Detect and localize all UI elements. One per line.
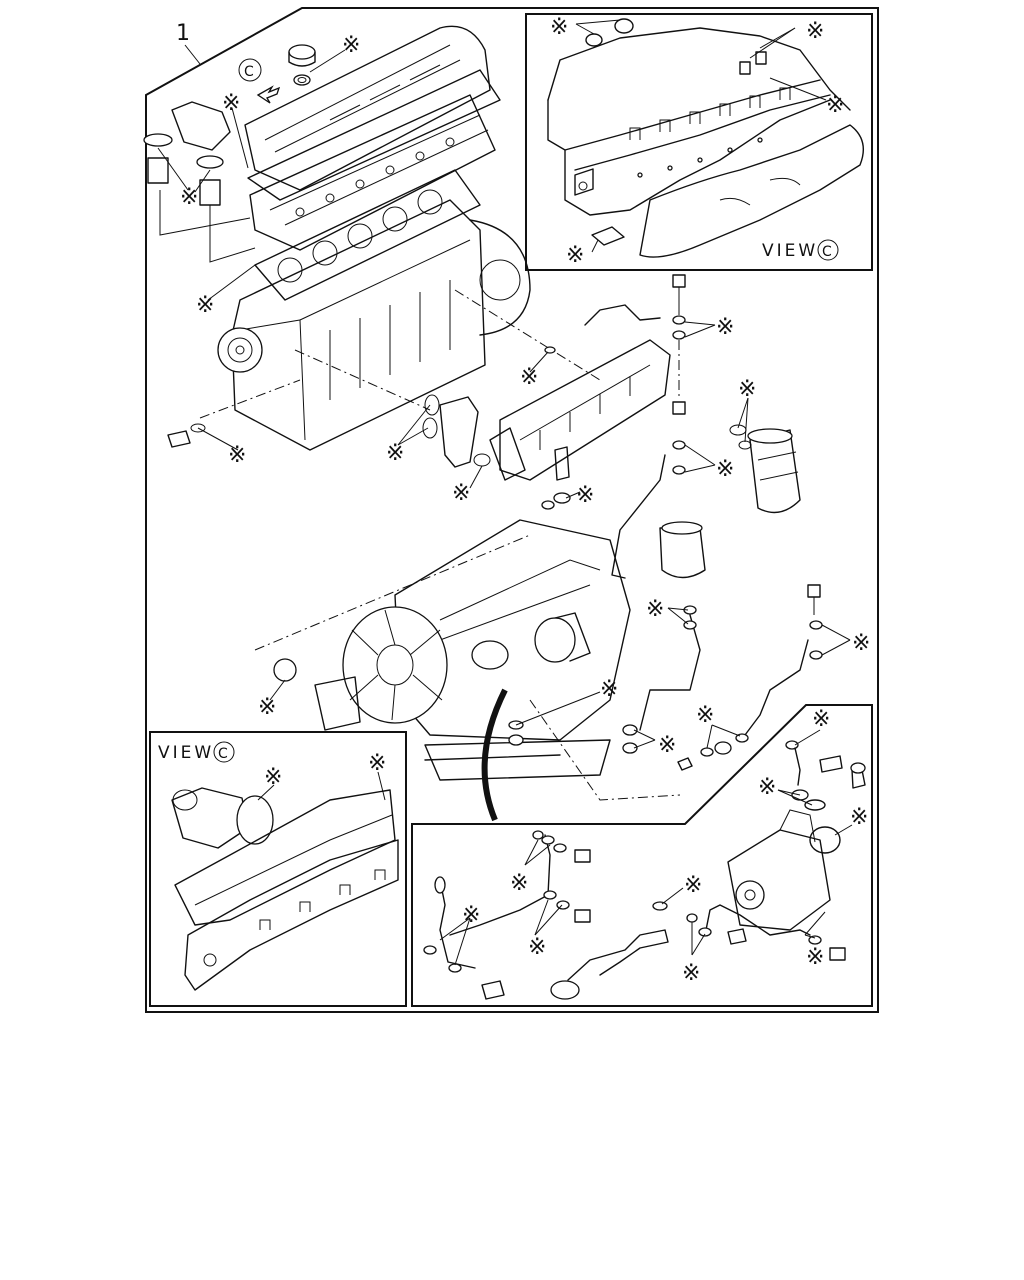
asterisk-marker: ※	[738, 377, 756, 402]
asterisk-marker: ※	[716, 315, 734, 340]
asterisk-marker: ※	[758, 775, 776, 800]
item-number-label: 1	[176, 21, 190, 46]
asterisk-marker: ※	[520, 365, 538, 390]
asterisk-marker: ※	[852, 631, 870, 656]
asterisk-marker: ※	[510, 871, 528, 896]
asterisk-marker: ※	[196, 293, 214, 318]
inset-view-bottom-right: ※ ※ ※ ※ ※ ※ ※ ※ ※	[411, 704, 873, 1007]
svg-text:C: C	[244, 64, 254, 80]
inset-view-bottom-left: VIEW C ※ ※	[149, 731, 407, 1007]
kit-outline	[145, 7, 879, 1013]
asterisk-marker: ※	[658, 733, 676, 758]
asterisk-marker: ※	[566, 243, 584, 268]
asterisk-marker: ※	[600, 677, 618, 702]
asterisk-marker: ※	[646, 597, 664, 622]
asterisk-marker: ※	[850, 805, 868, 830]
fuel-pipe-assembly: ※ ※ ※ ※	[622, 584, 870, 771]
asterisk-marker: ※	[264, 765, 282, 790]
asterisk-marker: ※	[386, 441, 404, 466]
asterisk-marker: ※	[716, 457, 734, 482]
view-label-bottom-left: VIEW	[158, 743, 214, 763]
asterisk-marker: ※	[180, 185, 198, 210]
asterisk-marker: ※	[462, 903, 480, 928]
asterisk-marker: ※	[684, 873, 702, 898]
asterisk-marker: ※	[696, 703, 714, 728]
asterisk-marker: ※	[826, 93, 844, 118]
asterisk-marker: ※	[368, 751, 386, 776]
asterisk-marker: ※	[576, 483, 594, 508]
asterisk-marker: ※	[258, 695, 276, 720]
inset-view-top-right: ※ ※ ※ ※ VIEW C	[525, 13, 873, 271]
asterisk-marker: ※	[806, 945, 824, 970]
asterisk-marker: ※	[222, 91, 240, 116]
asterisk-marker: ※	[452, 481, 470, 506]
engine-middle-assembly: ※ ※ ※ ※ ※ ※	[452, 274, 801, 579]
engine-upper-assembly: C	[143, 25, 531, 468]
asterisk-marker: ※	[682, 961, 700, 986]
asterisk-marker: ※	[812, 707, 830, 732]
asterisk-marker: ※	[228, 443, 246, 468]
svg-text:C: C	[218, 746, 228, 762]
asterisk-marker: ※	[550, 15, 568, 40]
asterisk-marker: ※	[806, 19, 824, 44]
engine-lower-assembly: ※ ※	[254, 519, 681, 822]
view-label-top-right: VIEW	[762, 241, 818, 261]
asterisk-marker: ※	[342, 33, 360, 58]
svg-text:C: C	[822, 244, 832, 260]
asterisk-marker: ※	[528, 935, 546, 960]
